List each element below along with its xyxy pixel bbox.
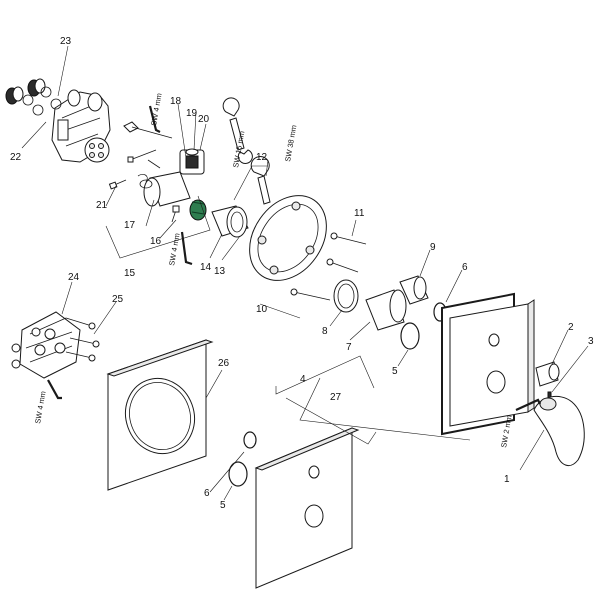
callout-4: 4 [300, 374, 306, 385]
leader-lines [21, 45, 589, 501]
callout-2: 2 [568, 322, 574, 333]
small-screw-parts [123, 121, 173, 139]
callout-18: 18 [170, 96, 182, 107]
bracket-4 [275, 355, 375, 395]
escutcheon-plate-4 [441, 292, 535, 436]
callout-10: 10 [256, 304, 268, 315]
valve-body [51, 89, 111, 163]
callout-5-upper: 5 [392, 366, 398, 377]
cover-plate-26 [106, 339, 214, 491]
callout-22: 22 [10, 152, 22, 163]
callout-13: 13 [214, 266, 226, 277]
thermostatic-cartridge [179, 148, 205, 175]
mounting-plate-10 [249, 195, 327, 281]
inlet-connectors [5, 78, 62, 116]
hex-key-2mm [515, 398, 541, 412]
screw-16 [171, 205, 180, 223]
extension-9 [399, 275, 429, 305]
wrench-15mm [222, 97, 253, 164]
callout-27: 27 [330, 392, 342, 403]
callout-8: 8 [322, 326, 328, 337]
callout-numbers: 23 22 18 19 20 12 21 17 16 14 13 15 11 9… [10, 36, 594, 511]
highlighted-cartridge-head [189, 199, 207, 221]
callout-14: 14 [200, 262, 212, 273]
bracket-15 [105, 195, 211, 259]
diverter-cartridge [137, 171, 191, 207]
callout-3: 3 [588, 336, 594, 347]
wrench-38mm [250, 155, 271, 205]
callout-25: 25 [112, 294, 124, 305]
callout-24: 24 [68, 272, 80, 283]
front-plate-27 [254, 427, 360, 589]
hex-key-4mm-left [47, 379, 62, 400]
callout-11: 11 [354, 208, 365, 219]
callout-6-upper: 6 [462, 262, 468, 273]
callout-26: 26 [218, 358, 230, 369]
handle-adapter-2 [535, 361, 560, 387]
lever-handle-1 [533, 395, 585, 467]
callout-9: 9 [430, 242, 436, 253]
tool-label-sw38: SW 38 mm [283, 124, 298, 162]
screws-25 [65, 317, 100, 362]
callout-12: 12 [256, 152, 268, 163]
screws-11 [290, 232, 367, 301]
callout-20: 20 [198, 114, 210, 125]
bracket-12 [233, 165, 268, 201]
callout-7: 7 [346, 342, 352, 353]
pressure-valve-24 [11, 311, 81, 379]
hex-key-4mm-top [148, 105, 161, 133]
tool-label-sw4-mid: SW 4 mm [167, 232, 182, 266]
callout-16: 16 [150, 236, 162, 247]
bracket-27 [285, 397, 377, 445]
tool-label-sw4-top: SW 4 mm [149, 92, 164, 126]
screw-21 [108, 179, 127, 190]
callout-19: 19 [186, 108, 198, 119]
tool-label-sw4-left: SW 4 mm [33, 390, 48, 424]
callout-21: 21 [96, 200, 108, 211]
callout-6-lower: 6 [204, 488, 210, 499]
callout-15: 15 [124, 268, 136, 279]
ring-8 [333, 279, 359, 313]
small-pins [127, 149, 161, 169]
hex-key-4mm-mid [180, 231, 193, 266]
callout-1: 1 [504, 474, 510, 485]
sleeve-13 [211, 205, 249, 238]
oring-6-lower [243, 431, 257, 449]
callout-5-lower: 5 [220, 500, 226, 511]
oring-5-upper [400, 322, 420, 350]
callout-17: 17 [124, 220, 136, 231]
callout-23: 23 [60, 36, 72, 47]
oring-5-lower [228, 461, 248, 487]
extension-7 [365, 289, 407, 331]
